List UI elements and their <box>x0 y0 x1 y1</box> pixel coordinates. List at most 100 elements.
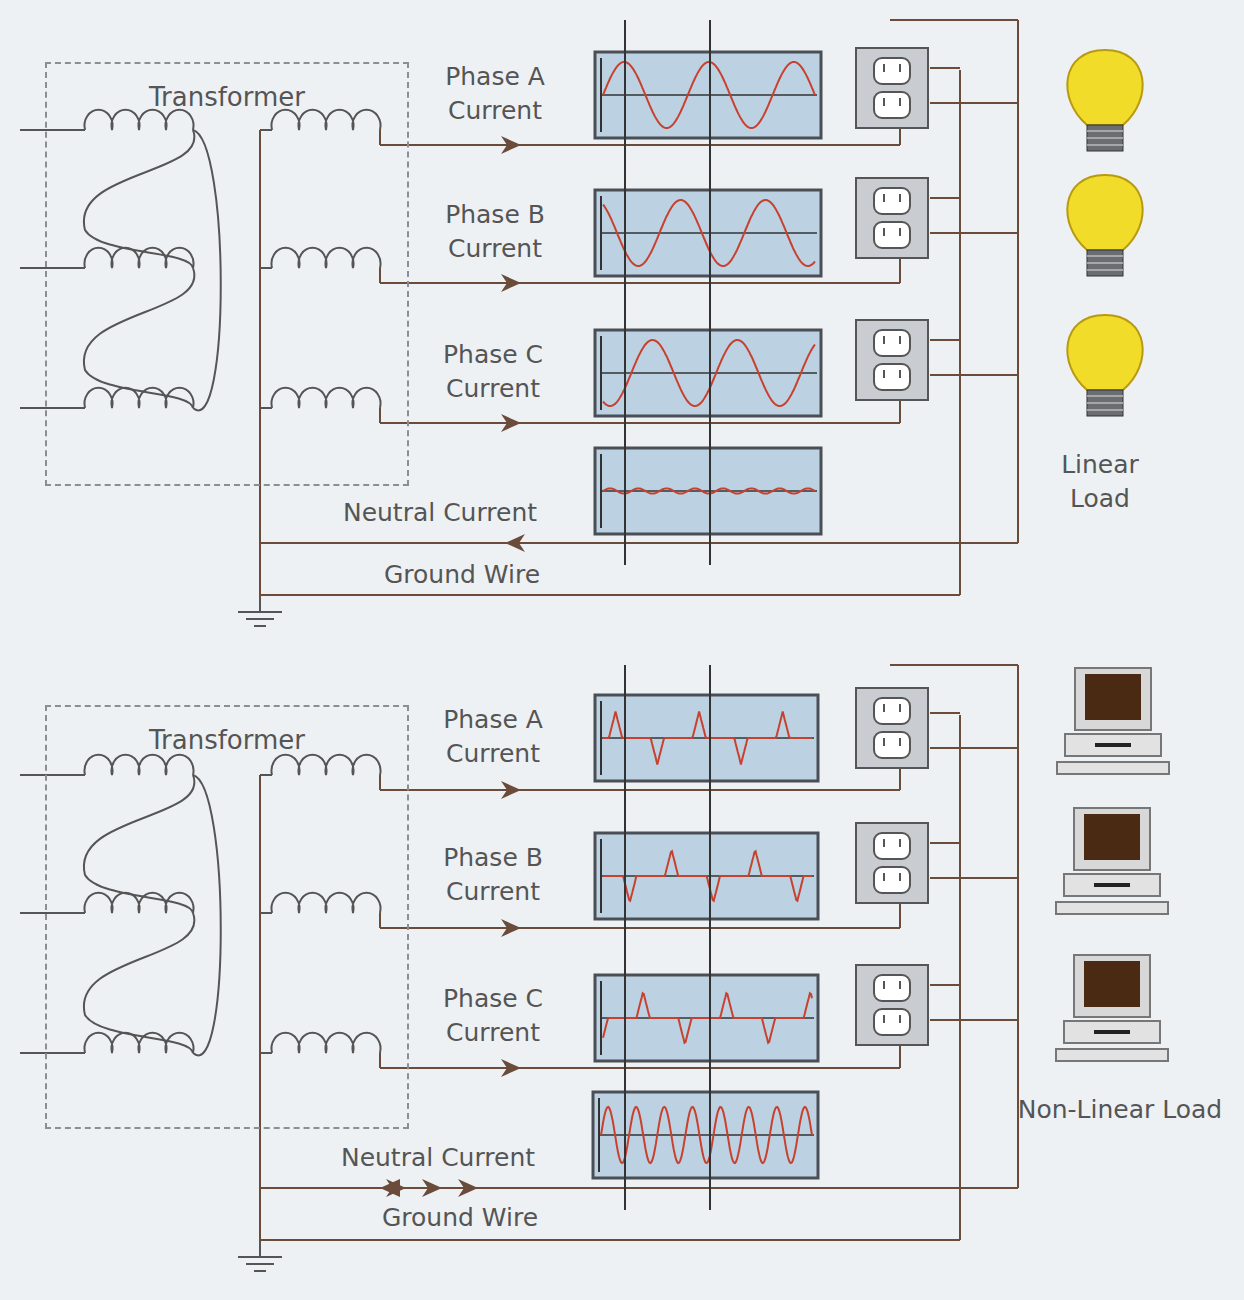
wire <box>20 407 85 409</box>
scope-screen <box>595 330 821 416</box>
wire <box>20 1052 85 1054</box>
scope-screen <box>595 833 818 919</box>
current-arrow <box>501 136 521 154</box>
wire <box>899 738 901 746</box>
wire <box>246 618 274 620</box>
wire <box>899 64 901 72</box>
wire <box>259 597 261 612</box>
wire <box>1087 130 1123 132</box>
keyboard <box>1056 1049 1168 1061</box>
current-arrow <box>422 1179 442 1197</box>
wire <box>883 981 885 989</box>
coil-winding <box>272 1033 381 1053</box>
receptacle <box>874 330 910 356</box>
bulb-base <box>1087 390 1123 416</box>
wire <box>930 712 960 714</box>
computer-case <box>1064 1021 1160 1043</box>
wire <box>624 20 626 565</box>
monitor <box>1074 808 1150 870</box>
wire <box>930 877 1018 879</box>
wire <box>1094 1030 1130 1034</box>
wire <box>883 64 885 72</box>
current-arrow <box>501 274 521 292</box>
wire <box>380 789 900 791</box>
wire <box>890 664 1018 666</box>
wire <box>259 775 261 1255</box>
circuit-label: Phase B Current <box>413 841 573 909</box>
wire <box>899 704 901 712</box>
circuit-label: Neutral Current <box>308 1141 568 1175</box>
transformer-label: Transformer <box>47 725 407 755</box>
current-arrow <box>505 534 525 552</box>
circuit-label: Phase B Current <box>415 198 575 266</box>
wire <box>20 912 85 914</box>
wire <box>380 422 900 424</box>
primary-connection <box>193 775 221 1055</box>
wire <box>930 1019 1018 1021</box>
wire <box>379 1053 381 1068</box>
wire <box>20 267 85 269</box>
circuit-label: Neutral Current <box>310 496 570 530</box>
wire <box>260 594 960 596</box>
wire <box>899 228 901 236</box>
wire <box>899 873 901 881</box>
wire <box>259 1242 261 1257</box>
wire <box>959 70 961 595</box>
primary-connection <box>193 130 221 410</box>
primary-connection <box>84 130 195 268</box>
current-arrow <box>501 781 521 799</box>
wire <box>1087 409 1123 411</box>
wire <box>379 775 381 790</box>
monitor-screen <box>1084 814 1140 860</box>
circuit-label: Non-Linear Load <box>1015 1093 1225 1127</box>
wire <box>883 1015 885 1023</box>
transformer-label: Transformer <box>47 82 407 112</box>
coil-winding <box>272 755 381 775</box>
monitor <box>1074 955 1150 1017</box>
wire <box>883 738 885 746</box>
monitor <box>1075 668 1151 730</box>
wire <box>1087 255 1123 257</box>
transformer-box: Transformer <box>45 62 409 486</box>
primary-connection <box>84 775 195 913</box>
keyboard <box>1057 762 1169 774</box>
wire <box>709 665 711 1210</box>
coil-winding <box>85 110 194 130</box>
wire <box>260 129 272 131</box>
receptacle <box>874 1009 910 1035</box>
wire <box>930 984 960 986</box>
wire <box>260 267 272 269</box>
wire <box>238 1256 282 1258</box>
coil-winding <box>272 110 381 130</box>
wire <box>930 842 960 844</box>
computer-case <box>1064 874 1160 896</box>
circuit-label: Phase C Current <box>413 982 573 1050</box>
receptacle <box>874 833 910 859</box>
wire <box>930 374 1018 376</box>
wire <box>1087 395 1123 397</box>
wire <box>899 981 901 989</box>
light-bulb <box>1067 175 1142 250</box>
wire <box>899 336 901 344</box>
wire <box>899 839 901 847</box>
current-arrow <box>501 414 521 432</box>
wire <box>380 282 900 284</box>
wire <box>883 228 885 236</box>
wire <box>1087 144 1123 146</box>
wire <box>1095 743 1131 747</box>
computer-case <box>1065 734 1161 756</box>
wire <box>883 98 885 106</box>
receptacle <box>874 732 910 758</box>
bulb-base <box>1087 125 1123 151</box>
receptacle <box>874 867 910 893</box>
light-bulb <box>1067 315 1142 390</box>
wire <box>1087 137 1123 139</box>
wire <box>380 144 900 146</box>
circuit-label: Phase C Current <box>413 338 573 406</box>
wire <box>1087 402 1123 404</box>
scope-screen <box>595 448 821 534</box>
wire <box>380 927 900 929</box>
scope-screen <box>595 695 818 781</box>
wire <box>899 98 901 106</box>
wire <box>930 102 1018 104</box>
